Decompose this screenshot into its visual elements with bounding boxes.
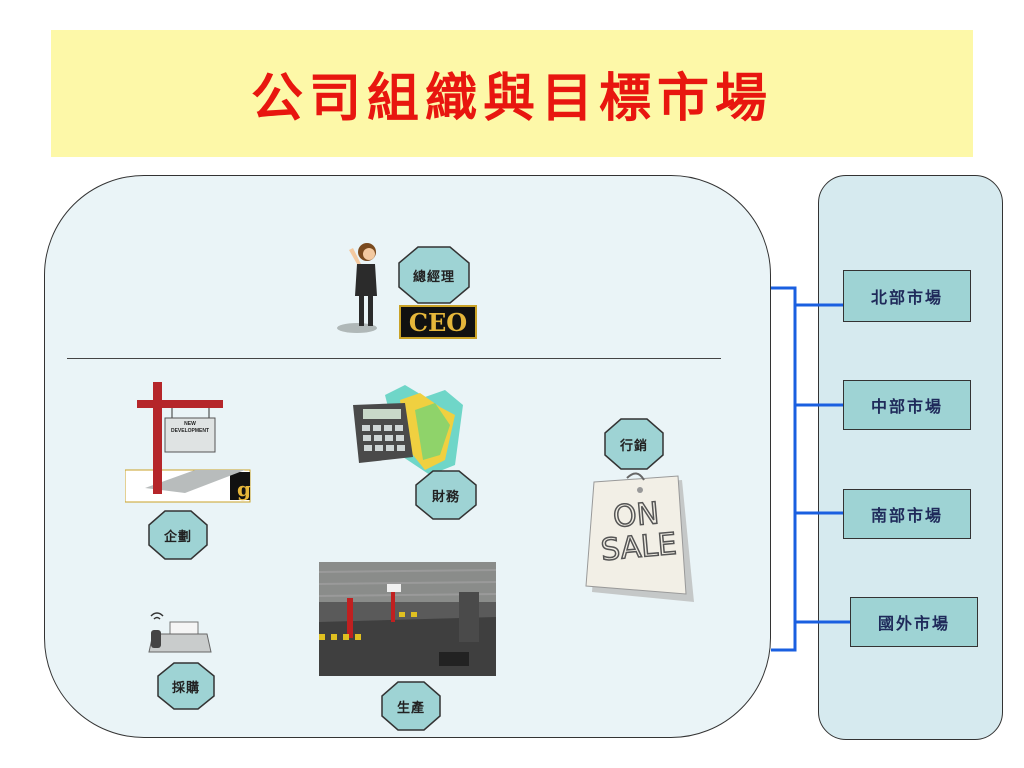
finance-node: 財務: [415, 470, 477, 520]
divider-line: [67, 358, 721, 359]
page-title: 公司組織與目標市場: [250, 68, 773, 129]
sale-sign-text: ON SALE: [599, 495, 679, 569]
finance-label: 財務: [431, 489, 460, 505]
factory-image: [319, 562, 496, 676]
production-label: 生產: [396, 700, 425, 716]
market-north: 北部市場: [843, 270, 971, 322]
purchasing-label: 採購: [171, 680, 200, 696]
ceo-sign: CEO: [399, 305, 477, 339]
title-banner: 公司組織與目標市場: [51, 30, 973, 157]
production-node: 生產: [381, 681, 441, 731]
svg-text:g: g: [237, 477, 251, 501]
marketing-label: 行銷: [619, 438, 648, 454]
signpost-icon: g: [125, 382, 251, 503]
purchasing-node: 採購: [157, 662, 215, 710]
planning-label: 企劃: [163, 529, 192, 545]
businesswoman-figure: [337, 243, 377, 333]
market-central: 中部市場: [843, 380, 971, 430]
signpost-text: NEW DEVELOPMENT: [170, 421, 210, 434]
sale-sign-icon: [585, 472, 694, 602]
market-overseas: 國外市場: [850, 597, 978, 647]
ceo-label: 總經理: [412, 269, 455, 285]
calculator-money-icon: [353, 385, 463, 475]
planning-node: 企劃: [148, 510, 208, 560]
fax-machine-icon: [148, 612, 212, 653]
ceo-node: 總經理: [398, 246, 470, 304]
market-south: 南部市場: [843, 489, 971, 539]
marketing-node: 行銷: [604, 418, 664, 470]
